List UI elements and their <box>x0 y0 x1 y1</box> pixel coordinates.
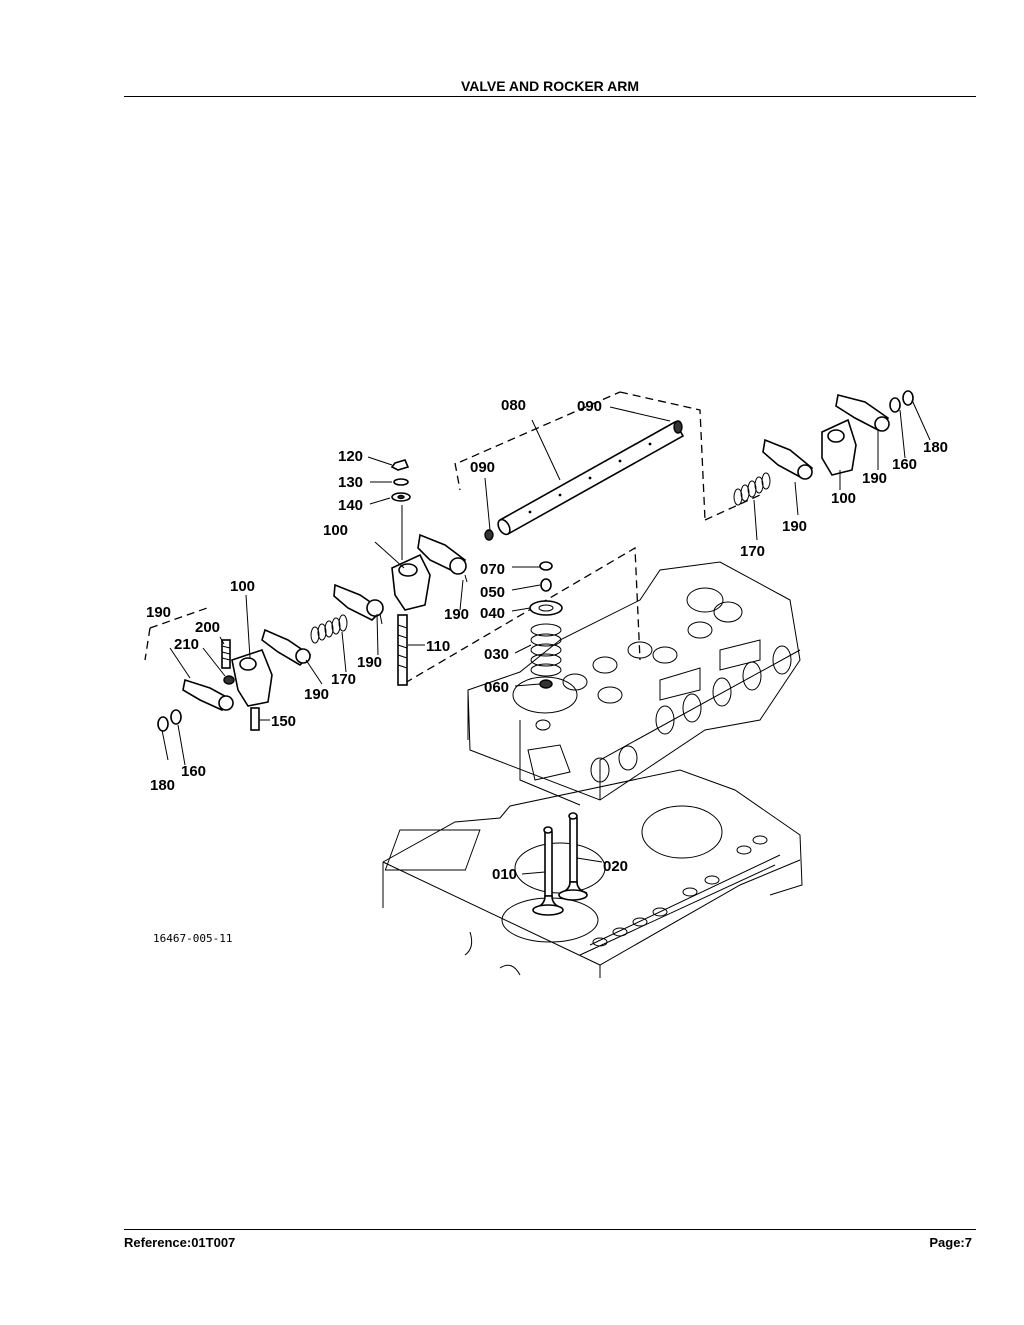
lock-nut-210 <box>223 675 235 685</box>
valve-020 <box>558 812 588 901</box>
callout-120: 120 <box>338 448 363 465</box>
callout-190-center: 190 <box>444 606 469 623</box>
shaft-oil-holes <box>528 442 652 514</box>
callout-060: 060 <box>484 679 509 696</box>
callout-200: 200 <box>195 619 220 636</box>
page-title: VALVE AND ROCKER ARM <box>460 78 640 94</box>
callout-170-left: 170 <box>331 671 356 688</box>
cylinder-block <box>382 769 803 978</box>
rocker-arm-left-b <box>182 678 234 711</box>
callout-160-right: 160 <box>892 456 917 473</box>
callout-090-top: 090 <box>577 398 602 415</box>
pin-150 <box>250 707 260 731</box>
rocker-arm-center-left <box>333 583 384 625</box>
callout-040: 040 <box>480 605 505 622</box>
callout-180-left: 180 <box>150 777 175 794</box>
callout-030: 030 <box>484 646 509 663</box>
callout-140: 140 <box>338 497 363 514</box>
callout-190-lower: 190 <box>304 686 329 703</box>
valve-010 <box>532 826 564 916</box>
callout-100-left: 100 <box>230 578 255 595</box>
callout-160-left: 160 <box>181 763 206 780</box>
drawing-code: 16467-005-11 <box>153 932 232 945</box>
callout-070: 070 <box>480 561 505 578</box>
center-bracket-stack <box>390 459 431 686</box>
rocker-shaft <box>484 420 685 541</box>
left-end-clip-washer <box>157 709 182 732</box>
rocker-arm-left-a <box>261 628 312 667</box>
valve-spring-stack <box>529 561 563 689</box>
reference-text: Reference:01T007 <box>124 1235 236 1250</box>
callout-190-left: 190 <box>146 604 171 621</box>
rocker-arm-right-b <box>835 394 890 432</box>
callout-020: 020 <box>603 858 628 875</box>
rocker-arm-center-right <box>417 533 468 583</box>
head-ports <box>512 587 792 783</box>
callout-180-right: 180 <box>923 439 948 456</box>
callout-100-center: 100 <box>323 522 348 539</box>
block-bolt-holes <box>592 835 768 947</box>
callout-labels: 080 090 090 120 130 140 100 100 190 200 … <box>146 397 948 945</box>
callout-080: 080 <box>501 397 526 414</box>
callout-050: 050 <box>480 584 505 601</box>
callout-150: 150 <box>271 713 296 730</box>
rocker-spring-right <box>733 472 771 506</box>
callout-210: 210 <box>174 636 199 653</box>
callout-110: 110 <box>426 638 450 655</box>
callout-130: 130 <box>338 474 363 491</box>
callout-190-right-b: 190 <box>782 518 807 535</box>
callout-010: 010 <box>492 866 517 883</box>
adjusting-screw-200 <box>221 639 231 669</box>
callout-090-mid: 090 <box>470 459 495 476</box>
cylinder-head <box>467 561 801 806</box>
assembly-boundary <box>144 391 761 684</box>
callout-190-mid: 190 <box>357 654 382 671</box>
rocker-bracket-right <box>821 418 857 476</box>
page-number: Page:7 <box>929 1235 972 1250</box>
callout-100-right: 100 <box>831 490 856 507</box>
right-end-clip-washer <box>889 390 914 413</box>
callout-170-right: 170 <box>740 543 765 560</box>
header-rule <box>124 96 976 97</box>
leader-lines <box>161 399 931 875</box>
rocker-spring-center <box>310 614 348 644</box>
rocker-bracket-left <box>231 649 273 707</box>
footer-rule <box>124 1229 976 1230</box>
rocker-arm-right-a <box>762 438 814 480</box>
callout-190-right-a: 190 <box>862 470 887 487</box>
